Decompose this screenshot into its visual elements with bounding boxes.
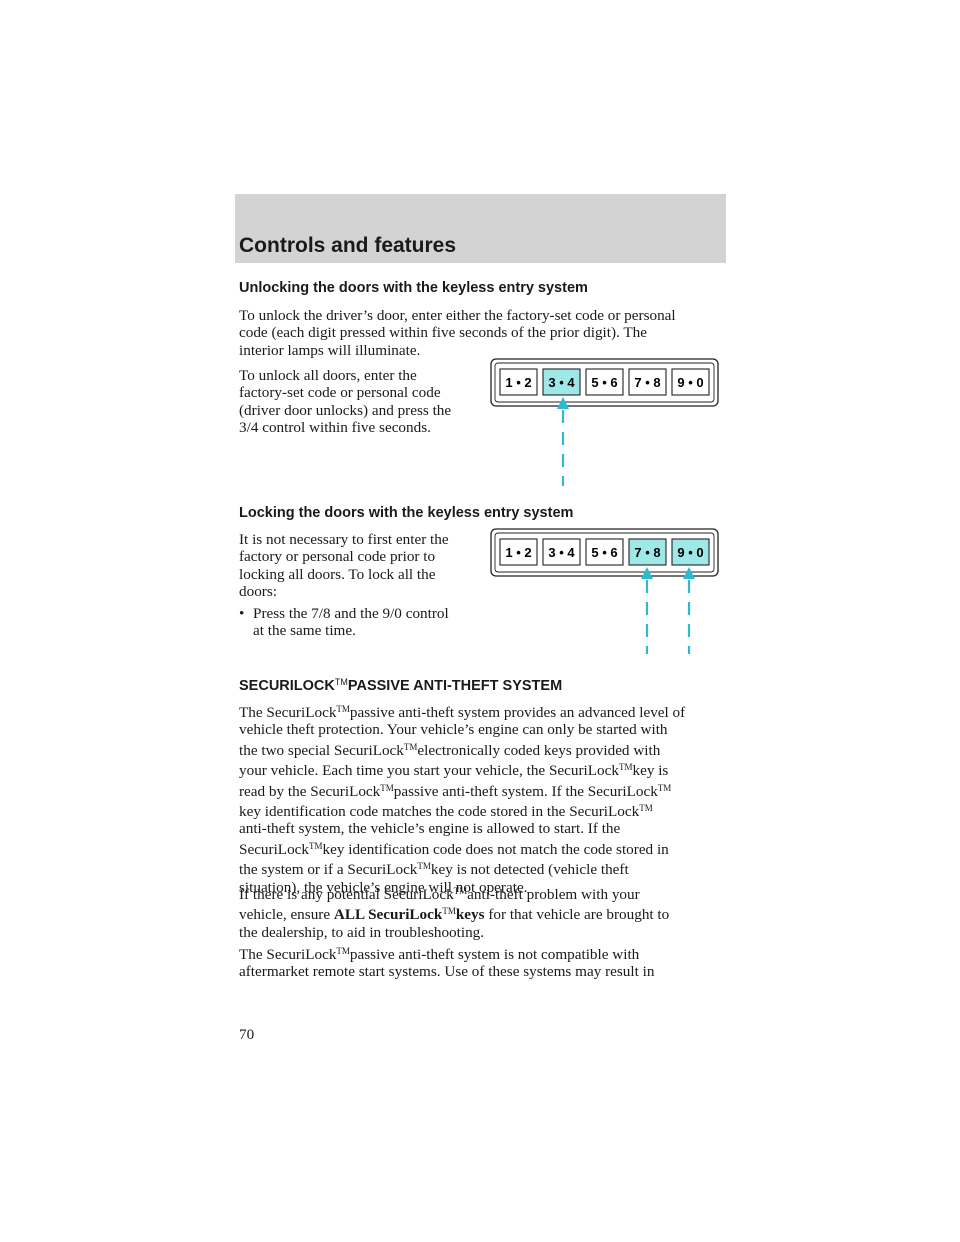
trademark-symbol: TM <box>453 886 468 896</box>
trademark-symbol: TM <box>417 861 431 872</box>
key-label: 3 • 4 <box>548 375 575 390</box>
trademark-symbol: TM <box>403 741 418 752</box>
keypad-key-9-0: 9 • 0 <box>671 538 710 566</box>
securilock-paragraph-2: If there is any potential SecuriLockTMan… <box>239 883 669 941</box>
key-label: 7 • 8 <box>634 375 660 390</box>
keypad-key-7-8: 7 • 8 <box>628 368 667 396</box>
keypad-key-9-0: 9 • 0 <box>671 368 710 396</box>
text-line: the system or if a SecuriLockTMkey is no… <box>239 861 629 879</box>
text-line: interior lamps will illuminate. <box>239 341 421 359</box>
bullet-icon: • <box>239 605 245 622</box>
keypad-key-3-4: 3 • 4 <box>542 538 581 566</box>
text-line: at the same time. <box>253 622 356 640</box>
keypad-illustration-unlock: 1 • 2 3 • 4 5 • 6 7 • 8 9 • 0 <box>490 358 720 490</box>
text-line: factory or personal code prior to <box>239 548 436 566</box>
text-line: situation), the vehicle’s engine will no… <box>239 878 528 896</box>
keypad-key-1-2: 1 • 2 <box>499 368 538 396</box>
text-line: The SecuriLockTMpassive anti-theft syste… <box>239 946 640 963</box>
unlock-paragraph: To unlock the driver’s door, enter eithe… <box>239 307 676 359</box>
trademark-symbol: TM <box>380 782 394 793</box>
key-label: 1 • 2 <box>505 545 531 560</box>
text-line: the two special SecuriLockTMelectronical… <box>239 741 661 759</box>
arrow-icon <box>557 397 569 486</box>
text-line: The SecuriLockTMpassive anti-theft syste… <box>239 704 686 721</box>
lock-bullet-item: • Press the 7/8 and the 9/0 control at th… <box>239 605 449 640</box>
text-line: To unlock the driver’s door, enter eithe… <box>239 307 676 324</box>
trademark-symbol: TM <box>442 906 456 917</box>
key-label: 9 • 0 <box>677 375 703 390</box>
key-label: 3 • 4 <box>548 545 575 560</box>
keypad-key-7-8: 7 • 8 <box>628 538 667 566</box>
text-line: (driver door unlocks) and press the <box>239 401 452 419</box>
text-line: Press the 7/8 and the 9/0 control <box>253 605 449 622</box>
securilock-paragraph-1: The SecuriLockTMpassive anti-theft syste… <box>239 701 685 896</box>
text-line: your vehicle. Each time you start your v… <box>239 762 669 780</box>
text-line: read by the SecuriLockTMpassive anti-the… <box>239 782 672 800</box>
keypad-key-3-4: 3 • 4 <box>542 368 581 396</box>
section-header-band <box>235 194 726 263</box>
lock-paragraph: It is not necessary to first enter the f… <box>239 531 449 601</box>
heading-brand: SECURILOCK <box>239 678 335 694</box>
text-line: If there is any potential SecuriLockTMan… <box>239 886 640 903</box>
keypad-svg: 1 • 2 3 • 4 5 • 6 7 • 8 9 • 0 <box>490 528 719 654</box>
unlock-heading: Unlocking the doors with the keyless ent… <box>239 280 588 296</box>
section-title: Controls and features <box>239 234 457 257</box>
text-line: 3/4 control within five seconds. <box>239 419 431 437</box>
keypad-inner-frame <box>494 362 715 403</box>
text-line: key identification code matches the code… <box>239 803 653 821</box>
trademark-symbol: TM <box>639 803 653 814</box>
keypad-inner-frame <box>494 532 715 573</box>
text-line: anti-theft system, the vehicle’s engine … <box>239 820 621 838</box>
keypad-illustration-lock: 1 • 2 3 • 4 5 • 6 7 • 8 9 • 0 <box>490 528 720 656</box>
text-line: It is not necessary to first enter the <box>239 531 449 548</box>
trademark-symbol: TM <box>334 677 348 687</box>
securilock-paragraph-3: The SecuriLockTMpassive anti-theft syste… <box>239 943 654 981</box>
text-line: To unlock all doors, enter the <box>239 367 417 384</box>
arrow-icon <box>683 567 695 654</box>
text-line: SecuriLockTMkey identification code does… <box>239 840 669 858</box>
trademark-symbol: TM <box>336 704 350 714</box>
key-label: 5 • 6 <box>591 375 617 390</box>
key-label: 9 • 0 <box>677 545 703 560</box>
text-line: vehicle, ensure ALL SecuriLockTMkeys for… <box>239 906 670 924</box>
text-line: doors: <box>239 583 277 601</box>
trademark-symbol: TM <box>657 782 672 793</box>
text-line: the dealership, to aid in troubleshootin… <box>239 923 485 941</box>
key-label: 5 • 6 <box>591 545 617 560</box>
text-line: locking all doors. To lock all the <box>239 565 436 583</box>
keypad-key-5-6: 5 • 6 <box>585 538 624 566</box>
keypad-key-1-2: 1 • 2 <box>499 538 538 566</box>
key-label: 1 • 2 <box>505 375 531 390</box>
securilock-heading: SECURILOCKTMPASSIVE ANTI-THEFT SYSTEM <box>239 677 562 694</box>
trademark-symbol: TM <box>336 946 350 956</box>
text-line: vehicle theft protection. Your vehicle’s… <box>239 721 668 739</box>
text-line: code (each digit pressed within five sec… <box>239 324 647 342</box>
trademark-symbol: TM <box>618 762 633 773</box>
text-line: aftermarket remote start systems. Use of… <box>239 963 655 981</box>
keypad-svg: 1 • 2 3 • 4 5 • 6 7 • 8 9 • 0 <box>490 358 719 486</box>
text-line: factory-set code or personal code <box>239 384 441 402</box>
page-number: 70 <box>239 1026 255 1043</box>
trademark-symbol: TM <box>309 840 323 851</box>
keypad-key-5-6: 5 • 6 <box>585 368 624 396</box>
heading-rest: PASSIVE ANTI-THEFT SYSTEM <box>347 678 563 694</box>
key-label: 7 • 8 <box>634 545 660 560</box>
unlock-all-paragraph: To unlock all doors, enter the factory-s… <box>239 367 451 437</box>
lock-heading: Locking the doors with the keyless entry… <box>239 505 574 521</box>
arrow-icon <box>641 567 653 654</box>
